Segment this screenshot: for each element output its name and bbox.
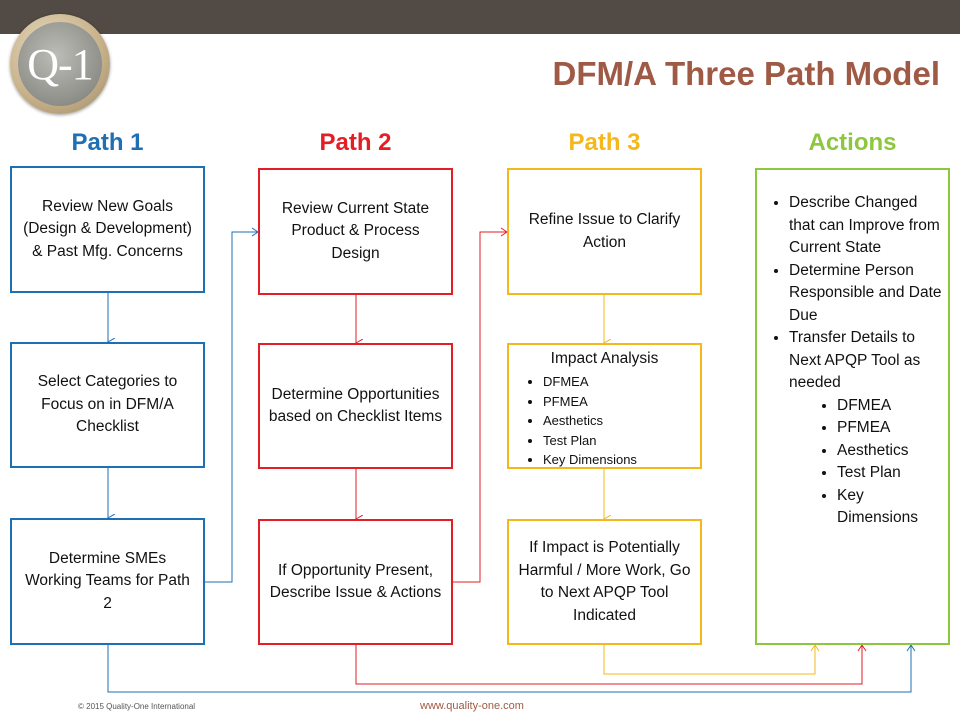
logo-text: Q-1 [18, 22, 102, 106]
impact-item: PFMEA [543, 392, 692, 412]
action-subitem: Key Dimensions [837, 485, 942, 530]
path1-box-1: Review New Goals (Design & Development) … [10, 166, 205, 293]
action-item: Transfer Details to Next APQP Tool as ne… [789, 327, 942, 530]
action-subitem: DFMEA [837, 395, 942, 418]
impact-analysis-title: Impact Analysis [550, 350, 659, 367]
p2-to-p3-connector [453, 231, 507, 583]
action-subitem: Aesthetics [837, 440, 942, 463]
website-link[interactable]: www.quality-one.com [420, 700, 524, 712]
path1-heading: Path 1 [71, 129, 144, 156]
path2-box-3: If Opportunity Present, Describe Issue &… [258, 519, 453, 645]
path1-box-2: Select Categories to Focus on in DFM/A C… [10, 342, 205, 468]
impact-analysis-list: DFMEA PFMEA Aesthetics Test Plan Key Dim… [517, 372, 692, 470]
impact-item: Aesthetics [543, 411, 692, 431]
copyright-text: © 2015 Quality-One International [78, 702, 196, 711]
p3-to-actions-connector [603, 645, 816, 675]
q1-logo: Q-1 [10, 14, 110, 114]
page-title: DFM/A Three Path Model [552, 55, 940, 92]
action-item: Determine Person Responsible and Date Du… [789, 260, 942, 328]
top-bar [0, 0, 960, 34]
path2-box-2: Determine Opportunities based on Checkli… [258, 343, 453, 469]
p2-to-actions-connector [355, 645, 863, 685]
action-subitem: PFMEA [837, 417, 942, 440]
impact-item: Test Plan [543, 431, 692, 451]
actions-sublist: DFMEA PFMEA Aesthetics Test Plan Key Dim… [789, 395, 942, 530]
actions-box: Describe Changed that can Improve from C… [755, 168, 950, 645]
action-subitem: Test Plan [837, 462, 942, 485]
path2-box-1: Review Current State Product & Process D… [258, 168, 453, 295]
p1-to-actions-connector [107, 645, 912, 693]
impact-item: DFMEA [543, 372, 692, 392]
path3-heading: Path 3 [568, 129, 641, 156]
path3-box-3: If Impact is Potentially Harmful / More … [507, 519, 702, 645]
impact-analysis-box: Impact Analysis DFMEA PFMEA Aesthetics T… [507, 343, 702, 469]
action-item-text: Transfer Details to Next APQP Tool as ne… [789, 329, 921, 391]
path2-heading: Path 2 [319, 129, 392, 156]
p1-to-p2-connector [205, 231, 258, 583]
action-item: Describe Changed that can Improve from C… [789, 192, 942, 260]
path3-box-1: Refine Issue to Clarify Action [507, 168, 702, 295]
impact-item: Key Dimensions [543, 450, 692, 470]
path1-box-3: Determine SMEs Working Teams for Path 2 [10, 518, 205, 645]
actions-list: Describe Changed that can Improve from C… [765, 192, 942, 530]
actions-heading: Actions [808, 129, 897, 156]
